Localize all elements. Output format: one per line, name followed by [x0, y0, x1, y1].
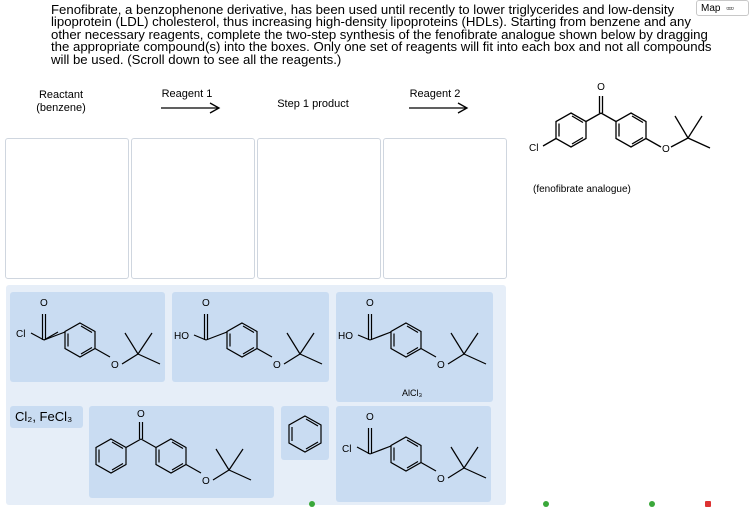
tile-acyl-chloride[interactable]: O Cl O [10, 292, 165, 382]
tile-benzophenone-derivative[interactable]: O O [89, 406, 274, 498]
atom-o: O [662, 144, 670, 155]
status-dot [543, 501, 549, 507]
tile-cl2-fecl3[interactable]: Cl₂, FeCl₃ [10, 406, 83, 428]
question-text: Fenofibrate, a benzophenone derivative, … [51, 2, 712, 67]
reaction-arrow-1 [161, 102, 221, 114]
reactant-label: Reactant (benzene) [36, 89, 86, 114]
map-button[interactable]: Map ▫▫▫ [696, 0, 749, 16]
atom-o: O [597, 82, 605, 93]
drop-box-reagent1[interactable] [131, 138, 255, 279]
alcl3-label: AlCl₃ [402, 388, 423, 398]
atom-cl: Cl [529, 143, 538, 154]
atom-o: O [366, 412, 374, 423]
product-name: (fenofibrate analogue) [533, 184, 631, 195]
drop-box-reagent2[interactable] [383, 138, 507, 279]
atom-o: O [366, 298, 374, 309]
tile-acyl-chloride-2[interactable]: O Cl O [336, 406, 491, 502]
atom-o: O [40, 298, 48, 309]
atom-o: O [437, 360, 445, 371]
benzene-structure [288, 415, 322, 453]
status-dot [649, 501, 655, 507]
drop-box-reactant[interactable] [5, 138, 129, 279]
reaction-arrow-2 [409, 102, 469, 114]
acyl-chloride-structure: O Cl O [16, 298, 161, 371]
atom-o: O [273, 360, 281, 371]
carboxylic-acid-structure: O HO O AlCl₃ [338, 298, 487, 398]
reagent1-label: Reagent 1 [161, 88, 213, 100]
benzophenone-derivative-structure: O O [95, 409, 252, 487]
tile-benzene[interactable] [281, 406, 329, 460]
atom-o: O [137, 409, 145, 420]
tile-carboxylic-acid[interactable]: O HO O [172, 292, 329, 382]
tile-carboxylic-acid-alcl3[interactable]: O HO O AlCl₃ [336, 292, 493, 402]
status-dot [705, 501, 711, 507]
atom-o: O [437, 474, 445, 485]
atom-ho: HO [174, 331, 189, 342]
step1-product-label: Step 1 product [277, 98, 349, 110]
grid-icon: ▫▫▫ [726, 3, 734, 13]
atom-cl: Cl [16, 329, 25, 340]
carboxylic-acid-structure: O HO O [174, 298, 323, 371]
drop-box-step1-product[interactable] [257, 138, 381, 279]
atom-o: O [202, 476, 210, 487]
acyl-chloride-structure: O Cl O [342, 412, 487, 485]
map-button-label: Map [701, 3, 721, 14]
status-dot [309, 501, 315, 507]
atom-cl: Cl [342, 444, 351, 455]
atom-o: O [202, 298, 210, 309]
reagent2-label: Reagent 2 [409, 88, 461, 100]
atom-ho: HO [338, 331, 353, 342]
cl2-fecl3-label: Cl₂, FeCl₃ [15, 409, 73, 424]
fenofibrate-analogue-structure: O Cl O [529, 82, 711, 155]
atom-o: O [111, 360, 119, 371]
